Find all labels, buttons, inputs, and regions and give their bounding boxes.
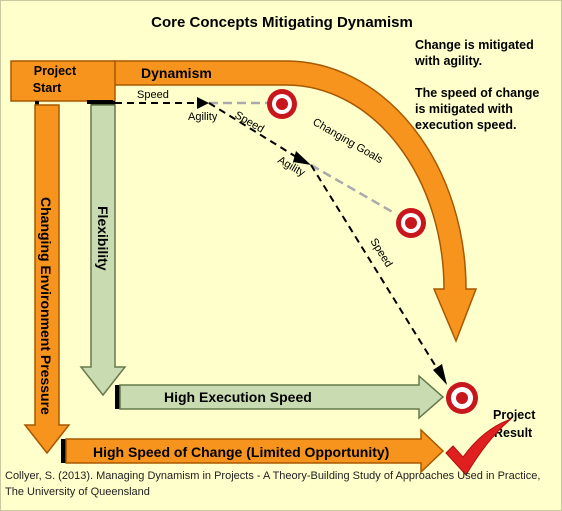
high-execution-speed-arrow bbox=[119, 374, 445, 420]
note-agility-line-2: with agility. bbox=[414, 54, 482, 68]
note-speed-line-2: is mitigated with bbox=[415, 102, 513, 116]
changing-goals-label: Changing Goals bbox=[311, 116, 386, 166]
high-speed-of-change-label: High Speed of Change (Limited Opportunit… bbox=[93, 444, 389, 460]
high-speed-of-change-arrow bbox=[65, 428, 445, 474]
execution-path bbox=[115, 97, 447, 385]
changing-environment-pressure-arrow bbox=[23, 104, 71, 455]
agility-label-1: Agility bbox=[188, 111, 218, 123]
project-result-line-2: Result bbox=[494, 426, 533, 440]
speed-label-2: Speed bbox=[233, 109, 267, 135]
diagram-title: Core Concepts Mitigating Dynamism bbox=[151, 14, 413, 31]
project-start-line-1: Project bbox=[34, 64, 77, 78]
citation-line-1: Collyer, S. (2013). Managing Dynamism in… bbox=[5, 470, 540, 482]
high-execution-speed-label: High Execution Speed bbox=[164, 389, 312, 405]
target-icon-2 bbox=[396, 208, 426, 238]
dynamism-arrow bbox=[113, 60, 478, 344]
note-agility-line-1: Change is mitigated bbox=[415, 38, 534, 52]
target-icon-result bbox=[446, 382, 478, 414]
project-start-line-2: Start bbox=[33, 81, 62, 95]
note-speed-line-1: The speed of change bbox=[415, 86, 539, 100]
flexibility-arrow bbox=[79, 104, 127, 397]
speed-label-1: Speed bbox=[137, 89, 169, 101]
target-icon-1 bbox=[267, 89, 297, 119]
checkmark-icon bbox=[445, 418, 512, 476]
changing-environment-pressure-label: Changing Environment Pressure bbox=[38, 197, 54, 415]
dynamism-label: Dynamism bbox=[141, 65, 212, 81]
speed-label-3: Speed bbox=[367, 236, 394, 269]
note-speed-line-3: execution speed. bbox=[415, 118, 516, 132]
flexibility-label: Flexibility bbox=[95, 206, 111, 271]
citation-line-2: The University of Queensland bbox=[5, 486, 150, 498]
project-result-line-1: Project bbox=[493, 408, 536, 422]
project-start-box bbox=[10, 60, 116, 102]
goal-line-2 bbox=[310, 163, 397, 216]
